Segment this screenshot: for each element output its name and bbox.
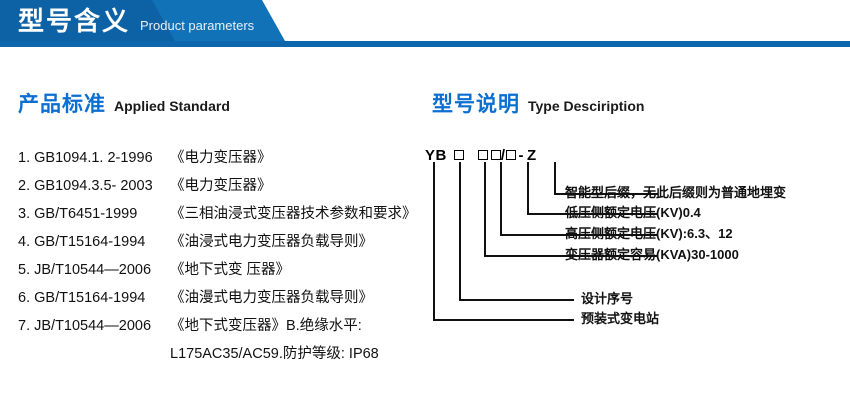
type-code-string: YB / - Z: [425, 144, 537, 166]
standard-name: 《地下式变压器》B.绝缘水平:: [170, 318, 362, 334]
type-code-dash: -: [518, 146, 525, 164]
list-item: 7. JB/T10544—2006 《地下式变压器》B.绝缘水平:: [18, 314, 428, 342]
header-title-cn: 型号含义: [18, 6, 131, 36]
standard-code: 7. JB/T10544—2006: [18, 318, 152, 334]
standard-name: 《油漫式电力变压器负载导则》: [170, 290, 373, 306]
section-title-applied-standard: 产品标准 Applied Standard: [18, 88, 230, 118]
standard-code: 5. JB/T10544—2006: [18, 262, 152, 278]
type-code-box-4: [505, 150, 516, 160]
standard-name: 《三相油浸式变压器技术参数和要求》: [170, 206, 417, 222]
section-title-right-en: Type Desciription: [528, 98, 645, 114]
leader-design-serial-vertical: [459, 162, 461, 300]
leader-capacity-horizontal: [484, 255, 658, 257]
label-lv-rated-voltage: 低压侧额定电压(KV)0.4: [565, 205, 701, 220]
header-bar-dark: [0, 0, 175, 41]
leader-capacity-vertical: [484, 162, 486, 256]
label-prefab-substation: 预装式变电站: [581, 311, 660, 326]
header-title-en: Product parameters: [140, 18, 255, 33]
leader-lv-voltage-vertical: [527, 162, 529, 214]
standard-continuation-line: L175AC35/AC59.防护等级: IP68: [170, 346, 379, 362]
standard-code: 4. GB/T15164-1994: [18, 234, 146, 250]
standard-code: 1. GB1094.1. 2-1996: [18, 150, 153, 166]
label-design-serial: 设计序号: [581, 291, 634, 306]
leader-hv-voltage-horizontal: [500, 234, 658, 236]
standard-name: 《电力变压器》: [170, 178, 272, 194]
list-item: 3. GB/T6451-1999 《三相油浸式变压器技术参数和要求》: [18, 202, 428, 230]
type-code-slash: /: [500, 146, 506, 164]
section-title-type-description: 型号说明 Type Desciription: [432, 88, 644, 118]
type-designation-diagram: YB / - Z 智能型后缀，无此后缀则为普通地埋变 低压侧额定电压(KV)0.…: [425, 144, 850, 344]
list-item: 2. GB1094.3.5- 2003 《电力变压器》: [18, 174, 428, 202]
type-code-suffix: Z: [527, 146, 537, 164]
list-item: 1. GB1094.1. 2-1996 《电力变压器》: [18, 146, 428, 174]
type-code-prefix: YB: [425, 146, 447, 164]
standard-code: 2. GB1094.3.5- 2003: [18, 178, 153, 194]
leader-design-serial-horizontal: [459, 299, 574, 301]
standard-name: 《油浸式电力变压器负载导则》: [170, 234, 373, 250]
list-item: 4. GB/T15164-1994 《油浸式电力变压器负载导则》: [18, 230, 428, 258]
leader-smart-suffix-horizontal: [554, 193, 658, 195]
leader-smart-suffix-vertical: [554, 162, 556, 194]
label-hv-rated-voltage: 高压侧额定电压(KV):6.3、12: [565, 226, 733, 241]
list-item: 5. JB/T10544—2006 《地下式变 压器》: [18, 258, 428, 286]
leader-prefab-substation-horizontal: [433, 319, 574, 321]
leader-lv-voltage-horizontal: [527, 213, 658, 215]
leader-prefab-substation-vertical: [433, 162, 435, 320]
page-header: 型号含义 Product parameters: [0, 0, 850, 48]
section-title-left-en: Applied Standard: [114, 98, 230, 114]
list-item: 6. GB/T15164-1994 《油漫式电力变压器负载导则》: [18, 286, 428, 314]
label-rated-capacity: 变压器额定容易(KVA)30-1000: [565, 247, 739, 262]
type-code-box-1: [453, 150, 464, 160]
leader-hv-voltage-vertical: [500, 162, 502, 235]
type-code-box-2: [477, 150, 488, 160]
label-smart-suffix: 智能型后缀，无此后缀则为普通地埋变: [565, 185, 787, 200]
header-underline: [0, 41, 850, 47]
standards-list: 1. GB1094.1. 2-1996 《电力变压器》 2. GB1094.3.…: [18, 146, 428, 372]
standard-name: 《地下式变 压器》: [170, 262, 291, 278]
standard-name: 《电力变压器》: [170, 150, 272, 166]
standard-code: 3. GB/T6451-1999: [18, 206, 138, 222]
standard-code: 6. GB/T15164-1994: [18, 290, 146, 306]
type-code-box-3: [490, 150, 501, 160]
section-title-left-cn: 产品标准: [18, 93, 106, 116]
section-title-right-cn: 型号说明: [432, 93, 520, 116]
